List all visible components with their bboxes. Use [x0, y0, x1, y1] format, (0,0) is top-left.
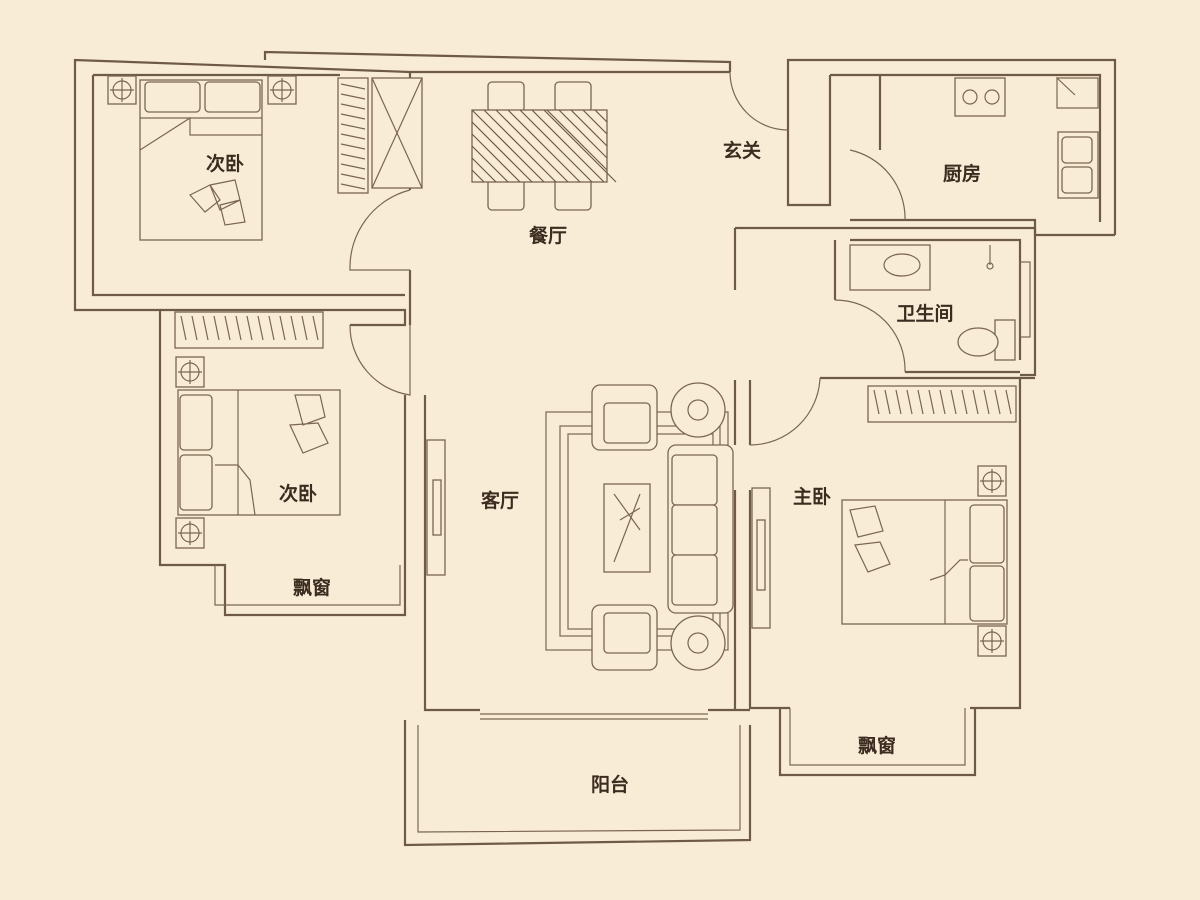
pattern-stroke	[213, 315, 220, 341]
wardrobe-master	[867, 385, 1017, 423]
label-balcony: 阳台	[591, 773, 629, 796]
pattern-stroke	[543, 109, 617, 183]
pattern-stroke	[246, 315, 253, 341]
pattern-stroke	[471, 169, 485, 183]
label-living: 客厅	[481, 489, 519, 512]
pattern-stroke	[939, 389, 946, 415]
label-entrance: 玄关	[723, 139, 761, 162]
wardrobe-left	[174, 311, 324, 349]
label-master-bedroom: 主卧	[793, 486, 831, 508]
pattern-stroke	[471, 121, 533, 183]
pattern-stroke	[224, 315, 231, 341]
pattern-stroke	[483, 109, 557, 183]
pattern-stroke	[531, 109, 605, 183]
pattern-stroke	[972, 389, 979, 415]
pattern-stroke	[340, 113, 366, 120]
pattern-stroke	[546, 109, 608, 171]
bed-left	[177, 389, 341, 516]
label-bay-window-left: 飘窗	[293, 576, 331, 599]
pattern-stroke	[340, 183, 366, 190]
room-labels: 次卧 餐厅 玄关 厨房 卫生间 次卧 飘窗 客厅 主卧 飘窗 阳台	[206, 139, 981, 796]
pattern-stroke	[191, 315, 198, 341]
pattern-stroke	[340, 83, 366, 90]
tv-unit	[426, 439, 446, 576]
nightstands-left	[175, 356, 205, 549]
pattern-stroke	[340, 143, 366, 150]
pattern-stroke	[570, 109, 608, 147]
pattern-stroke	[873, 389, 880, 415]
wardrobe-top-left	[337, 77, 423, 194]
bed-master	[841, 499, 1008, 625]
pattern-stroke	[471, 145, 509, 183]
label-bedroom-top-left: 次卧	[206, 152, 244, 175]
bathroom-fixtures	[849, 244, 1031, 361]
tv-unit-master	[751, 487, 771, 629]
pattern-stroke	[558, 109, 608, 159]
pattern-stroke	[340, 173, 366, 180]
pattern-stroke	[290, 315, 297, 341]
nightstands-top	[107, 75, 297, 105]
pattern-stroke	[235, 315, 242, 341]
nightstands-master	[977, 465, 1007, 657]
pattern-stroke	[471, 133, 521, 183]
pattern-stroke	[961, 389, 968, 415]
pattern-stroke	[917, 389, 924, 415]
pattern-stroke	[301, 315, 308, 341]
label-kitchen: 厨房	[943, 162, 981, 185]
pattern-stroke	[268, 315, 275, 341]
pattern-stroke	[994, 389, 1001, 415]
pattern-stroke	[950, 389, 957, 415]
pattern-stroke	[340, 93, 366, 100]
pattern-stroke	[312, 315, 319, 341]
pattern-stroke	[906, 389, 913, 415]
pattern-stroke	[582, 109, 608, 135]
pattern-stroke	[340, 133, 366, 140]
label-bathroom: 卫生间	[896, 302, 953, 325]
pattern-stroke	[340, 123, 366, 130]
pattern-stroke	[928, 389, 935, 415]
sofa-set	[591, 384, 734, 671]
pattern-stroke	[340, 103, 366, 110]
label-bay-window-right: 飘窗	[858, 734, 896, 757]
pattern-stroke	[340, 153, 366, 160]
pattern-stroke	[519, 109, 593, 183]
pattern-stroke	[340, 163, 366, 170]
pattern-stroke	[257, 315, 264, 341]
pattern-stroke	[180, 315, 187, 341]
label-bedroom-left: 次卧	[279, 482, 317, 505]
pattern-stroke	[1005, 389, 1012, 415]
dining-table	[471, 81, 617, 211]
doors	[349, 71, 906, 446]
pattern-stroke	[983, 389, 990, 415]
label-dining: 餐厅	[529, 224, 567, 247]
pattern-stroke	[895, 389, 902, 415]
bed-top-left	[139, 79, 263, 241]
pattern-stroke	[471, 157, 497, 183]
pattern-stroke	[495, 109, 569, 183]
kitchen-fixtures	[954, 76, 1099, 199]
pattern-stroke	[507, 109, 581, 183]
pattern-stroke	[279, 315, 286, 341]
walls	[73, 50, 1117, 847]
pattern-stroke	[594, 109, 608, 123]
pattern-stroke	[884, 389, 891, 415]
pattern-stroke	[471, 109, 545, 183]
plants	[670, 382, 726, 671]
pattern-stroke	[202, 315, 209, 341]
